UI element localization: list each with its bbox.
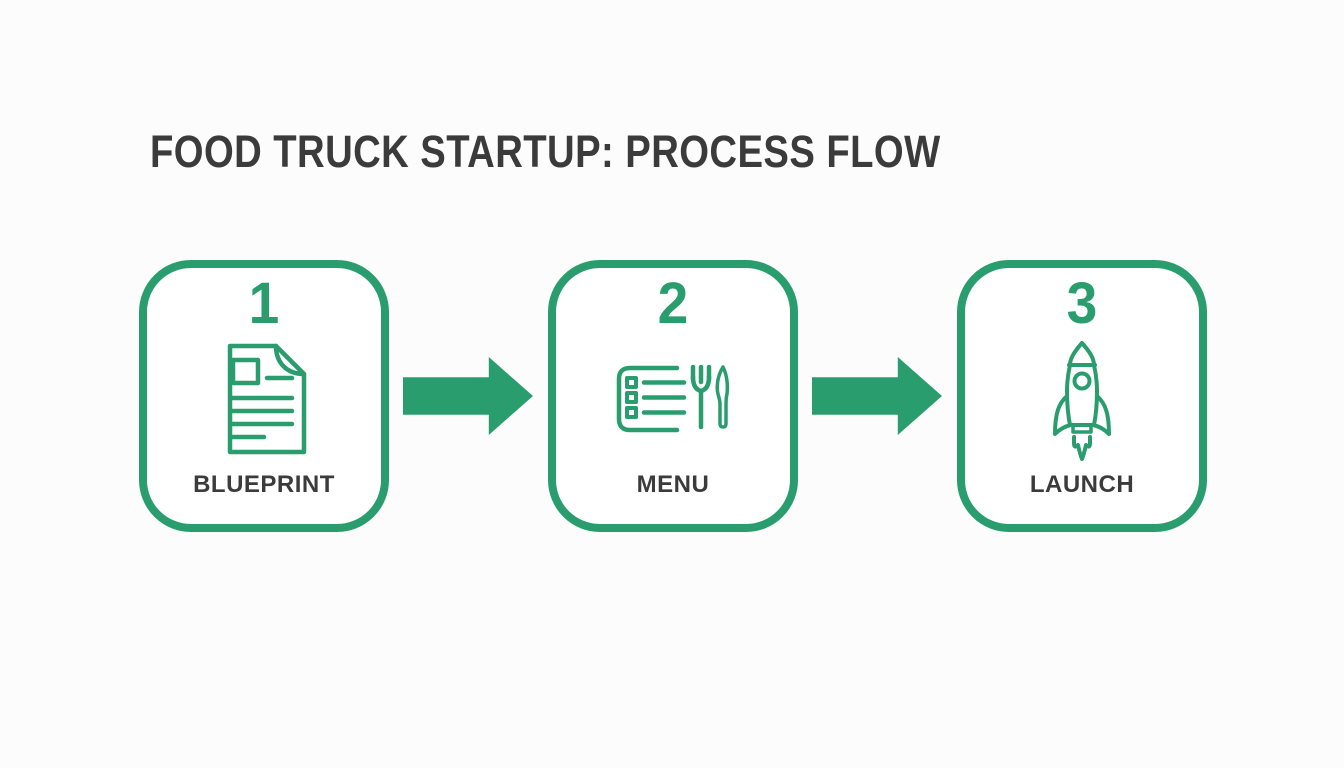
- step-card-blueprint: 1 BLUEPRINT: [139, 260, 389, 532]
- step-card-launch: 3 LAUNCH: [957, 260, 1207, 532]
- step-card-menu: 2 MENU: [548, 260, 798, 532]
- flow-arrow: [812, 357, 942, 435]
- step-number: 2: [657, 271, 689, 336]
- step-number: 3: [1066, 271, 1098, 336]
- menu-cutlery-icon: [614, 364, 732, 434]
- step-label: BLUEPRINT: [193, 471, 335, 498]
- step-number: 1: [248, 271, 280, 336]
- page-title: FOOD TRUCK STARTUP: PROCESS FLOW: [150, 126, 941, 177]
- rocket-icon: [1053, 341, 1111, 463]
- step-label: MENU: [636, 471, 710, 498]
- step-label: LAUNCH: [1029, 471, 1135, 498]
- flow-arrow: [403, 357, 533, 435]
- blueprint-document-icon: [219, 342, 309, 456]
